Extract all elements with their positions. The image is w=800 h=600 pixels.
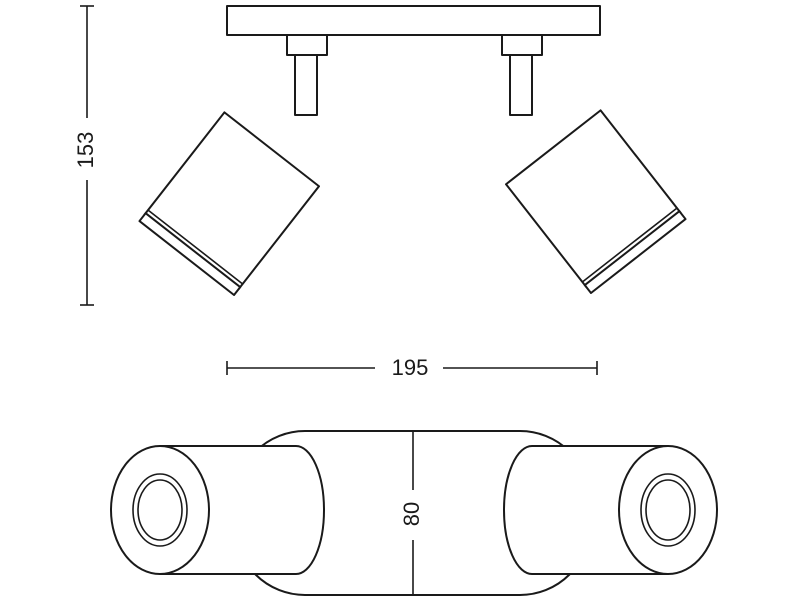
mounting-plate <box>226 5 601 36</box>
depth-label: 80 <box>399 502 424 526</box>
right-spotlight-top <box>503 445 718 575</box>
front-view <box>138 5 687 296</box>
depth-dimension: 80 <box>399 431 424 595</box>
left-mounting-post <box>286 34 328 116</box>
height-dimension: 153 <box>73 5 98 306</box>
width-dimension: 195 <box>226 355 598 380</box>
left-spotlight <box>138 111 320 296</box>
width-label: 195 <box>392 355 429 380</box>
height-label: 153 <box>73 132 98 169</box>
right-mounting-post <box>501 34 543 116</box>
left-spotlight-top <box>110 445 325 575</box>
right-spotlight <box>505 109 687 294</box>
top-view <box>110 430 718 596</box>
